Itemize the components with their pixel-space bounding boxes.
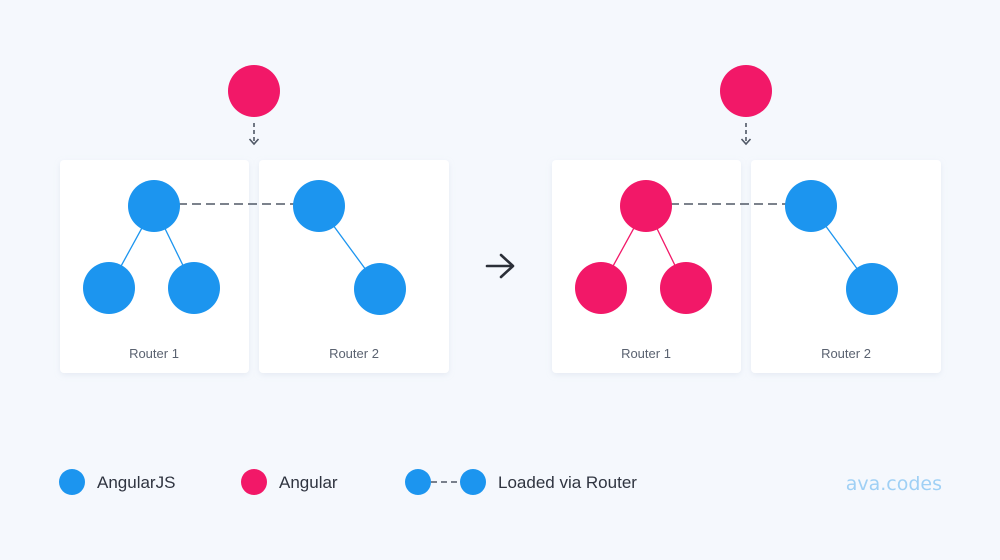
router1-card bbox=[552, 160, 741, 373]
router2-card bbox=[751, 160, 941, 373]
router1-card bbox=[60, 160, 249, 373]
router1-label: Router 1 bbox=[129, 346, 179, 361]
legend: AngularJS Angular Loaded via Router bbox=[59, 469, 637, 495]
top-app-node bbox=[228, 65, 280, 117]
angularjs-node bbox=[83, 262, 135, 314]
watermark-logo: ava.codes bbox=[846, 473, 942, 495]
angularjs-node bbox=[168, 262, 220, 314]
angularjs-node bbox=[785, 180, 837, 232]
dashed-down-arrow-icon bbox=[248, 123, 260, 146]
legend-angularjs-swatch bbox=[59, 469, 85, 495]
angularjs-node bbox=[128, 180, 180, 232]
legend-router-swatch-left bbox=[405, 469, 431, 495]
legend-angularjs-label: AngularJS bbox=[97, 473, 175, 492]
legend-angular-swatch bbox=[241, 469, 267, 495]
legend-angular-label: Angular bbox=[279, 473, 338, 492]
angularjs-node bbox=[293, 180, 345, 232]
legend-router-label: Loaded via Router bbox=[498, 473, 637, 492]
arrow-right-icon bbox=[485, 253, 515, 279]
before-group: Router 1 Router 2 bbox=[60, 65, 449, 373]
router2-label: Router 2 bbox=[329, 346, 379, 361]
angular-node bbox=[575, 262, 627, 314]
router2-label: Router 2 bbox=[821, 346, 871, 361]
angularjs-node bbox=[846, 263, 898, 315]
router2-card bbox=[259, 160, 449, 373]
legend-router-swatch-right bbox=[460, 469, 486, 495]
router1-label: Router 1 bbox=[621, 346, 671, 361]
angularjs-node bbox=[354, 263, 406, 315]
after-group: Router 1 Router 2 bbox=[552, 65, 941, 373]
angular-node bbox=[620, 180, 672, 232]
angular-node bbox=[660, 262, 712, 314]
top-app-node bbox=[720, 65, 772, 117]
dashed-down-arrow-icon bbox=[740, 123, 752, 146]
